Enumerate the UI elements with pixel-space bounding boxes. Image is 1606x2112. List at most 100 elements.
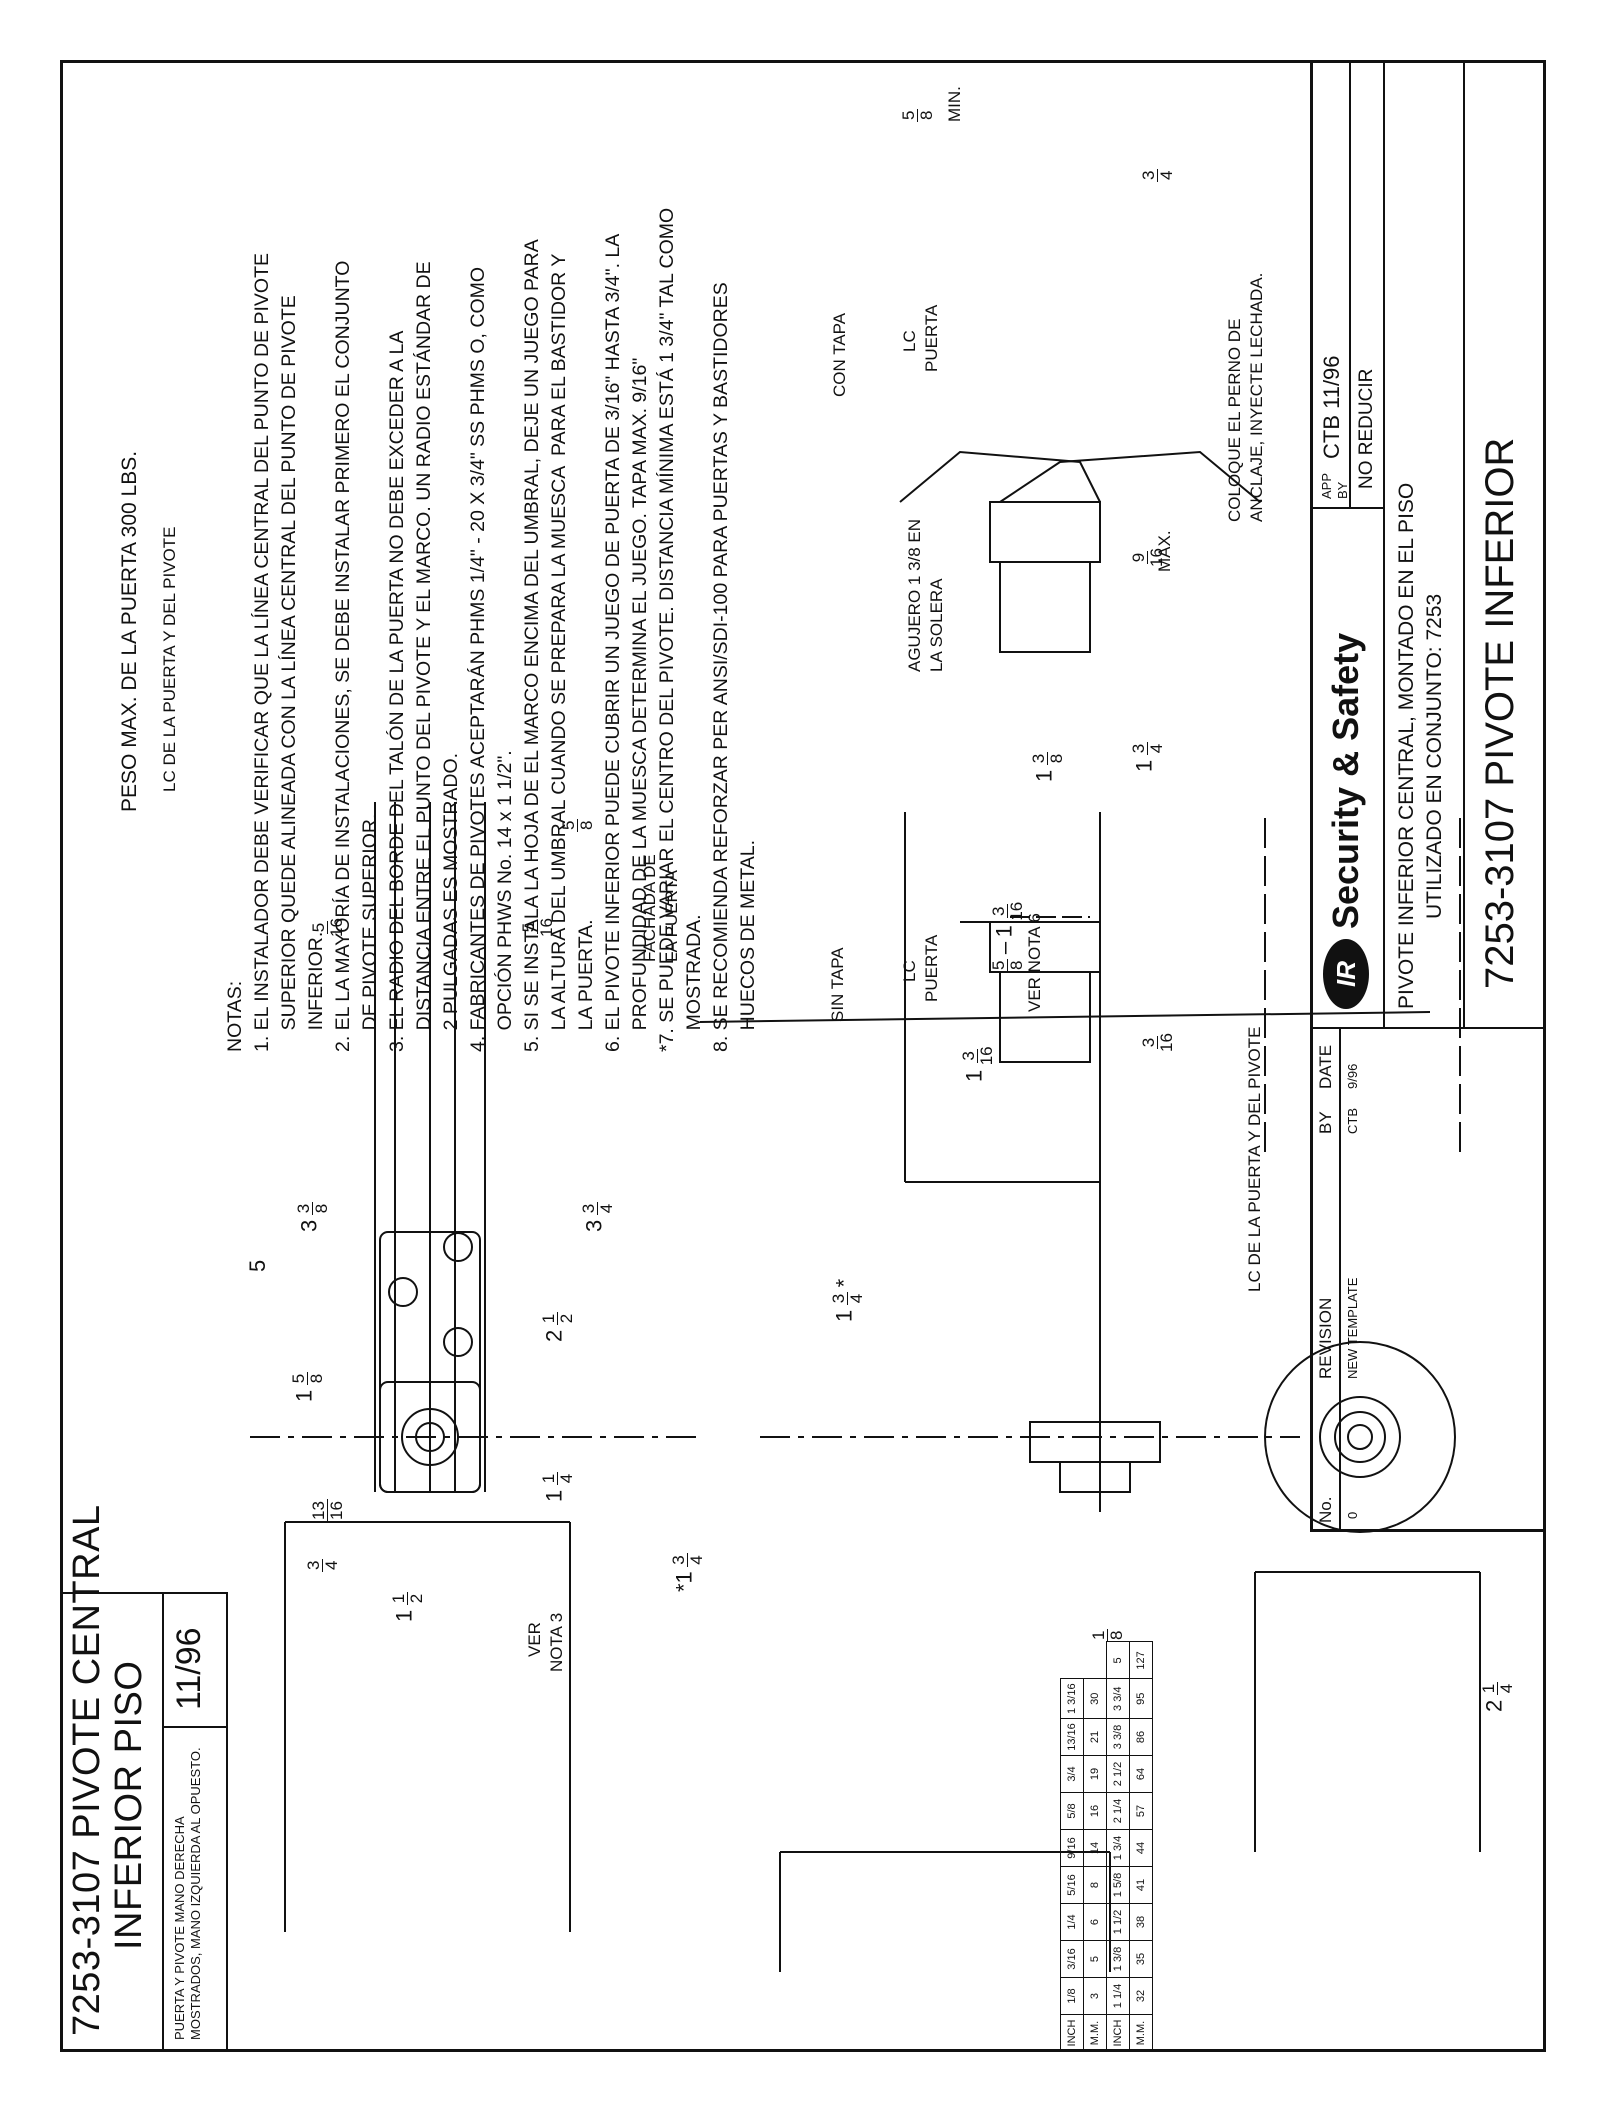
ver-nota-6-label: VER NOTA 6	[1025, 913, 1044, 1012]
table-cell: 3/4	[1060, 1755, 1084, 1793]
dim-num: 3	[294, 1201, 313, 1216]
lc-bottom-label: LC DE LA PUERTA Y DEL PIVOTE	[1245, 1026, 1264, 1292]
table-cell: 3 3/8	[1106, 1718, 1130, 1756]
dim-num: 3	[1029, 751, 1048, 766]
table-cell: 6	[1083, 1903, 1107, 1941]
dim-num: 5	[559, 818, 578, 832]
revision-table: No. REVISION BY DATE 0 NEW TEMPLATE CTB …	[1313, 1027, 1543, 1529]
table-cell: 127	[1129, 1641, 1153, 1679]
table-cell: 2 1/2	[1106, 1755, 1130, 1793]
agujero-label-line2: LA SOLERA	[927, 578, 946, 672]
dim-whole: 1	[541, 1489, 567, 1502]
dim-den: 2	[407, 1593, 426, 1604]
table-cell: 16	[1083, 1792, 1107, 1830]
table-cell: 1 5/8	[1106, 1866, 1130, 1904]
dim-num: 5	[289, 1371, 308, 1386]
dim-num: 9	[1129, 550, 1148, 565]
dim-den: 2	[557, 1313, 576, 1324]
dim-num: 13	[309, 1499, 328, 1522]
table-cell: 44	[1129, 1829, 1153, 1867]
min-label: MIN.	[945, 86, 964, 122]
no-reducir-divider	[1349, 63, 1351, 509]
table-row: INCH 1/8 3/16 1/4 5/16 9/16 5/8 3/4 13/1…	[1060, 1642, 1084, 2052]
dim-five: 5	[245, 1259, 270, 1272]
dim-num: 1	[389, 1591, 408, 1606]
table-cell: 9/16	[1060, 1829, 1084, 1867]
conversion-table: INCH 1/8 3/16 1/4 5/16 9/16 5/8 3/4 13/1…	[1060, 1641, 1153, 2052]
section-views	[699, 450, 1431, 1063]
dim-den: 8	[917, 110, 936, 120]
table-cell: 5	[1106, 1641, 1130, 1679]
ir-logo: IR	[1323, 939, 1369, 1009]
lc-puerta-con-line1: LC	[900, 330, 919, 352]
table-cell: 5/16	[1060, 1866, 1084, 1904]
lc-puerta-sin-line2: PUERTA	[922, 934, 941, 1002]
table-cell: 2 1/4	[1106, 1792, 1130, 1830]
dim-den: 4	[687, 1555, 706, 1565]
dim-whole: 1	[291, 1389, 317, 1402]
dim-num: 3	[304, 1558, 323, 1572]
dim-den: 8	[577, 820, 596, 830]
dim-den: 16	[537, 918, 556, 937]
dim-num: 3	[1129, 741, 1148, 756]
dim-num: 3	[1139, 1035, 1158, 1050]
dim-den: 4	[847, 1293, 866, 1304]
dim-whole: 2	[1481, 1699, 1507, 1712]
dim-whole: 3	[296, 1219, 322, 1232]
con-tapa-label: CON TAPA	[830, 312, 849, 397]
dim-whole: 1	[961, 1069, 987, 1082]
dim-whole: *1	[671, 1571, 697, 1592]
dim-whole: 1	[391, 1609, 417, 1622]
app-divider	[1313, 507, 1383, 509]
dim-den: 4	[1497, 1683, 1516, 1694]
ver-nota-3-line2: NOTA 3	[547, 1612, 566, 1672]
dim-whole: 1	[991, 925, 1017, 938]
rev-row-by: CTB	[1345, 1108, 1360, 1134]
fachada-label-line1: FACHADA DE	[640, 854, 659, 962]
table-cell: 8	[1083, 1866, 1107, 1904]
dim-num: 3	[669, 1553, 688, 1567]
table-cell: 14	[1083, 1829, 1107, 1867]
rev-header-no: No.	[1316, 1496, 1335, 1523]
dim-den: 8	[1047, 753, 1066, 764]
table-cell: 41	[1129, 1866, 1153, 1904]
dim-den: 16	[327, 1501, 346, 1520]
table-cell: 35	[1129, 1940, 1153, 1978]
dim-num: 5	[519, 920, 538, 935]
dim-den: 4	[597, 1203, 616, 1214]
dim-num: 5	[989, 958, 1008, 972]
table-cell: 1/4	[1060, 1903, 1084, 1941]
company-block: IR Security & Safety APP BY CTB 11/96 NO…	[1313, 63, 1385, 1029]
dim-dash: –	[991, 941, 1017, 955]
dim-den: 16	[977, 1046, 996, 1066]
dim-num: 1	[1089, 1628, 1108, 1642]
dim-num: 1	[1479, 1681, 1498, 1696]
by-label: BY	[1335, 481, 1350, 499]
rev-row-no: 0	[1345, 1511, 1360, 1519]
table-cell: 3/16	[1060, 1940, 1084, 1978]
table-cell: 5	[1083, 1940, 1107, 1978]
rev-header-by: BY	[1316, 1111, 1335, 1134]
dim-den: 8	[1007, 960, 1026, 970]
table-cell: 95	[1129, 1678, 1153, 1719]
dim-whole: 3	[581, 1219, 607, 1232]
dim-den: 16	[327, 918, 346, 937]
table-cell: 21	[1083, 1718, 1107, 1756]
table-cell: 1 1/4	[1106, 1977, 1130, 2015]
lc-puerta-con-line2: PUERTA	[922, 304, 941, 372]
